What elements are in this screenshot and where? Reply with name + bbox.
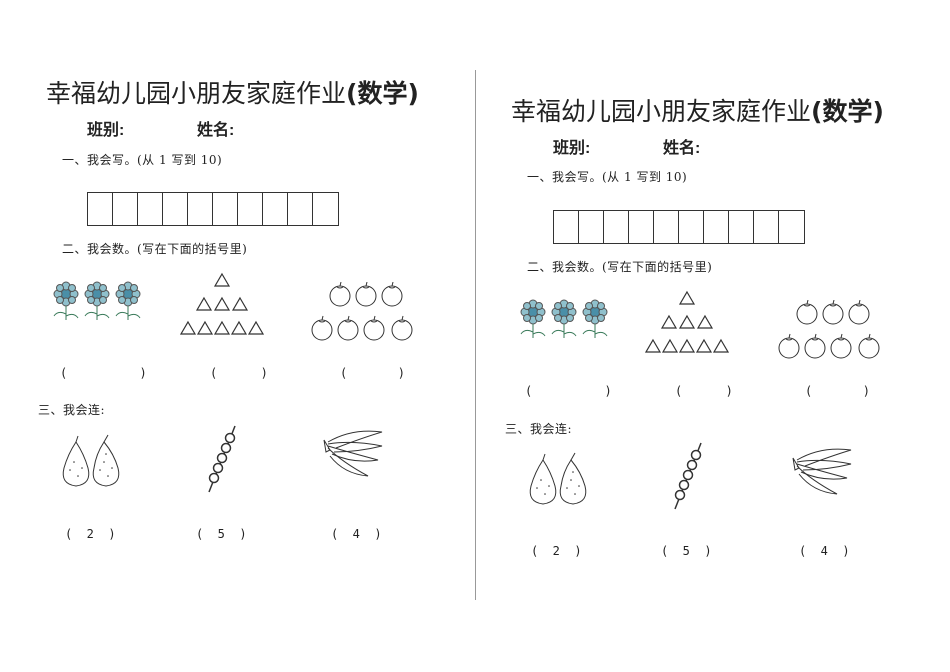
section-match: 三、我会连:: [38, 403, 106, 417]
section-match: 三、我会连:: [505, 422, 573, 436]
bead-skewer-icon: [208, 425, 236, 493]
name-label: 姓名:: [197, 122, 235, 139]
page-divider: [475, 70, 476, 600]
section-write: 一、我会写。(从 1 写到 10): [62, 153, 223, 167]
name-label: 姓名:: [663, 140, 701, 157]
worksheet-left: 幸福幼儿园小朋友家庭作业(数学) 班别: 姓名: 一、我会写。(从 1 写到 1…: [0, 0, 470, 672]
section-write: 一、我会写。(从 1 写到 10): [527, 170, 688, 184]
flower-icon: [520, 299, 608, 338]
apple-icon: [311, 282, 413, 341]
class-label: 班别:: [87, 122, 125, 139]
count-answer-1[interactable]: ( ): [525, 384, 612, 398]
bead-skewer-icon: [674, 442, 702, 510]
banana-bunch-icon: [792, 448, 852, 495]
count-answer-3[interactable]: ( ): [805, 384, 871, 398]
match-answer-1: ( 2 ): [531, 544, 582, 558]
writing-boxes[interactable]: [87, 192, 339, 226]
match-answer-1: ( 2 ): [65, 527, 116, 541]
banana-bunch-icon: [323, 430, 383, 477]
match-answer-3: ( 4 ): [799, 544, 850, 558]
triangle-icon: [180, 272, 264, 335]
writing-boxes[interactable]: [553, 210, 805, 244]
flower-icon: [53, 281, 141, 320]
triangle-icon: [645, 290, 729, 353]
worksheet-title: 幸福幼儿园小朋友家庭作业(数学): [511, 97, 884, 126]
worksheet-title: 幸福幼儿园小朋友家庭作业(数学): [46, 79, 419, 108]
count-answer-2[interactable]: ( ): [210, 366, 268, 380]
count-answer-1[interactable]: ( ): [60, 366, 147, 380]
section-count: 二、我会数。(写在下面的括号里): [62, 242, 248, 256]
match-answer-2: ( 5 ): [661, 544, 712, 558]
match-answer-2: ( 5 ): [196, 527, 247, 541]
count-answer-2[interactable]: ( ): [675, 384, 733, 398]
apple-icon: [778, 300, 880, 359]
pear-icon: [62, 434, 120, 487]
match-answer-3: ( 4 ): [331, 527, 382, 541]
section-count: 二、我会数。(写在下面的括号里): [527, 260, 713, 274]
worksheet-right: 幸福幼儿园小朋友家庭作业(数学) 班别: 姓名: 一、我会写。(从 1 写到 1…: [475, 0, 945, 672]
pear-icon: [529, 452, 587, 505]
class-label: 班别:: [553, 140, 591, 157]
count-answer-3[interactable]: ( ): [340, 366, 406, 380]
